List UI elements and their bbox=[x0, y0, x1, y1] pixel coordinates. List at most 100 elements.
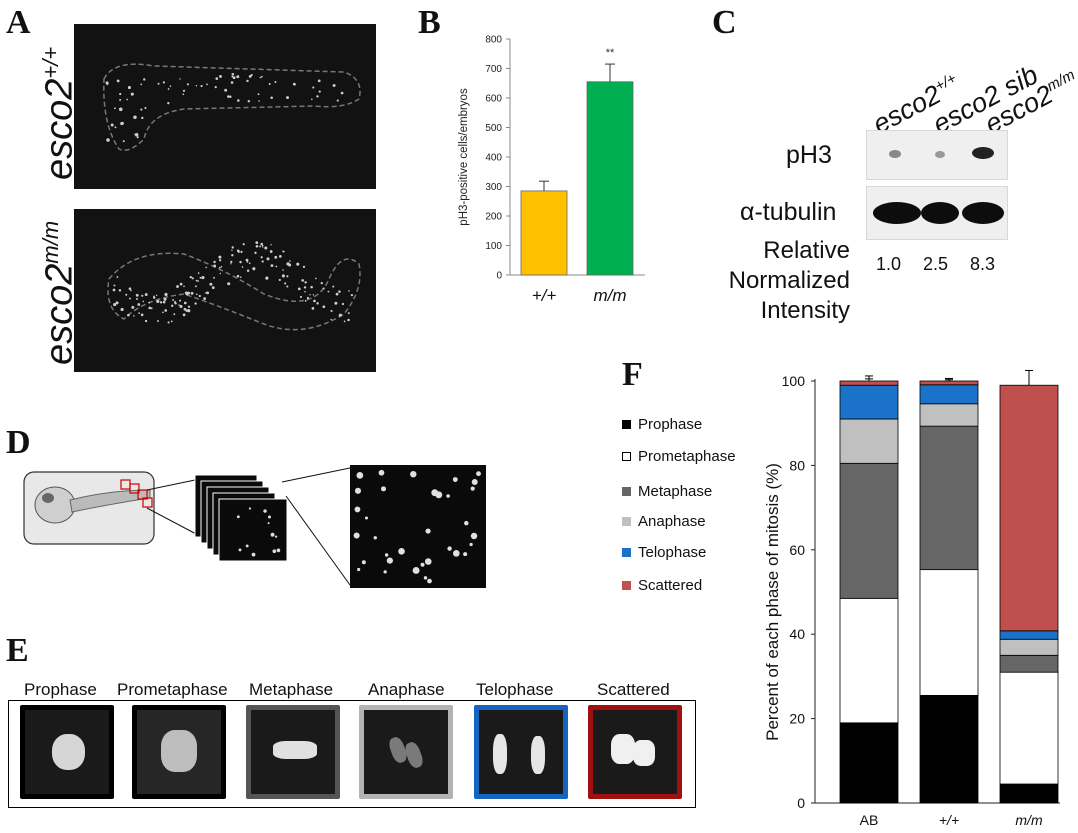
speckle bbox=[332, 285, 335, 288]
speckle bbox=[354, 487, 362, 494]
speckle bbox=[304, 281, 307, 284]
phase-panel-frame bbox=[8, 700, 696, 808]
speckle bbox=[176, 285, 179, 288]
speckle bbox=[219, 74, 222, 78]
y-tick-label-f: 20 bbox=[789, 711, 805, 727]
phase-label-prophase: Prophase bbox=[24, 680, 97, 699]
speckle bbox=[127, 313, 130, 317]
speckle bbox=[197, 272, 200, 274]
nucleus-telophase-b bbox=[531, 736, 545, 774]
speckle bbox=[330, 318, 332, 321]
speckle bbox=[270, 264, 274, 267]
speckle bbox=[150, 307, 153, 310]
speckle bbox=[194, 302, 197, 305]
legend-swatch-scattered bbox=[622, 581, 631, 590]
speckle bbox=[167, 102, 170, 105]
panel-letter-a: A bbox=[6, 4, 31, 41]
speckle bbox=[237, 99, 240, 102]
speckle bbox=[310, 285, 313, 289]
speckle bbox=[114, 107, 116, 110]
speckle bbox=[213, 264, 217, 268]
speckle bbox=[266, 257, 270, 261]
speckle bbox=[211, 286, 215, 290]
speckle bbox=[214, 86, 217, 89]
y-tick-label-b: 800 bbox=[485, 35, 502, 46]
segment-prophase bbox=[839, 722, 899, 804]
speckle bbox=[167, 321, 170, 324]
speckle bbox=[343, 320, 346, 323]
embryo-outline-mutant bbox=[107, 241, 361, 331]
speckle bbox=[317, 79, 321, 83]
speckle bbox=[196, 293, 198, 296]
speckle bbox=[306, 296, 310, 300]
segment-telophase bbox=[919, 384, 979, 405]
phase-label-scattered: Scattered bbox=[597, 680, 670, 699]
speckle bbox=[373, 536, 377, 540]
speckle bbox=[153, 296, 156, 299]
band-tubulin-1 bbox=[873, 202, 921, 224]
speckle bbox=[236, 249, 240, 253]
speckle bbox=[316, 95, 319, 98]
speckle bbox=[125, 293, 128, 296]
blot-ph3 bbox=[866, 130, 1008, 180]
band-tubulin-2 bbox=[921, 202, 959, 224]
speckle bbox=[134, 133, 136, 136]
speckle bbox=[250, 74, 253, 77]
speckle bbox=[113, 284, 116, 287]
speckle bbox=[464, 520, 469, 526]
legend-anaphase: Anaphase bbox=[622, 513, 706, 530]
speckle bbox=[260, 256, 263, 259]
segment-telophase bbox=[839, 384, 899, 420]
panel-letter-e: E bbox=[6, 632, 29, 669]
speckle bbox=[209, 282, 213, 286]
embryo-outline-wildtype bbox=[103, 63, 361, 151]
speckle bbox=[254, 251, 257, 254]
speckle bbox=[172, 299, 175, 301]
speckle bbox=[265, 276, 269, 280]
speckle bbox=[248, 507, 252, 510]
blot-lane-labels: esco2+/+ esco2 sib esco2m/m bbox=[868, 18, 1078, 139]
speckle bbox=[218, 255, 222, 259]
speckle bbox=[218, 266, 221, 269]
speckle bbox=[231, 72, 235, 76]
speckle bbox=[136, 298, 138, 300]
speckle bbox=[219, 272, 222, 275]
category-label-f: AB bbox=[860, 812, 879, 828]
speckle bbox=[302, 265, 306, 268]
legend-swatch-metaphase bbox=[622, 487, 631, 496]
speckle bbox=[315, 277, 317, 280]
band-ph3-1 bbox=[889, 150, 901, 158]
speckle bbox=[312, 86, 315, 89]
panel-letter-d: D bbox=[6, 424, 31, 461]
speckle bbox=[261, 246, 264, 248]
speckle bbox=[115, 301, 119, 305]
intensity-value-3: 8.3 bbox=[970, 254, 996, 274]
speckle bbox=[162, 300, 166, 304]
speckle bbox=[270, 96, 273, 99]
segment-metaphase bbox=[999, 654, 1059, 673]
legend-swatch-prophase bbox=[622, 420, 631, 429]
blot-tubulin bbox=[866, 186, 1008, 240]
label-esco2-mutant: esco2m/m bbox=[38, 220, 81, 365]
speckle bbox=[182, 89, 186, 92]
speckle bbox=[410, 470, 417, 478]
speckle bbox=[231, 249, 233, 251]
speckle bbox=[248, 74, 252, 78]
speckle bbox=[136, 136, 139, 139]
speckle bbox=[169, 85, 172, 87]
legend-scattered: Scattered bbox=[622, 577, 702, 594]
speckle bbox=[269, 250, 273, 253]
speckle bbox=[259, 76, 262, 79]
speckle bbox=[255, 244, 259, 248]
speckle bbox=[201, 276, 205, 280]
speckle bbox=[199, 276, 202, 279]
speckle bbox=[116, 79, 120, 83]
speckle bbox=[270, 244, 272, 246]
legend-prophase: Prophase bbox=[622, 416, 702, 433]
speckle bbox=[241, 266, 244, 268]
y-tick-label-b: 500 bbox=[485, 123, 502, 134]
speckle bbox=[335, 292, 339, 296]
nucleus-prometaphase bbox=[161, 730, 197, 772]
intensity-label: Relative Normalized Intensity bbox=[728, 237, 850, 324]
speckle bbox=[252, 267, 256, 271]
